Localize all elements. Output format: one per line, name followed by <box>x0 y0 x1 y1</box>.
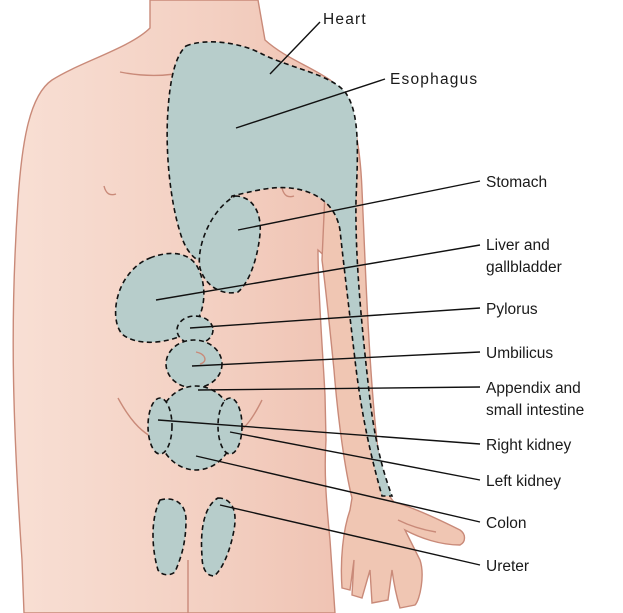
colon-label: Colon <box>486 515 527 532</box>
pylorus-label: Pylorus <box>486 301 538 318</box>
right-kidney-label: Right kidney <box>486 437 572 454</box>
umbilicus-zone <box>166 340 222 388</box>
ureter-label: Ureter <box>486 558 529 575</box>
esophagus-label: Esophagus <box>390 71 478 88</box>
right-kidney-zone <box>148 398 172 454</box>
liver-label-line2: gallbladder <box>486 259 562 276</box>
left-kidney-label: Left kidney <box>486 473 561 490</box>
appendix-label-line2: small intestine <box>486 402 584 419</box>
liver-label-line1: Liver and <box>486 237 550 254</box>
umbilicus-label: Umbilicus <box>486 345 553 362</box>
appendix-label-line1: Appendix and <box>486 380 581 397</box>
heart-label: Heart <box>323 11 367 28</box>
stomach-label: Stomach <box>486 174 547 191</box>
